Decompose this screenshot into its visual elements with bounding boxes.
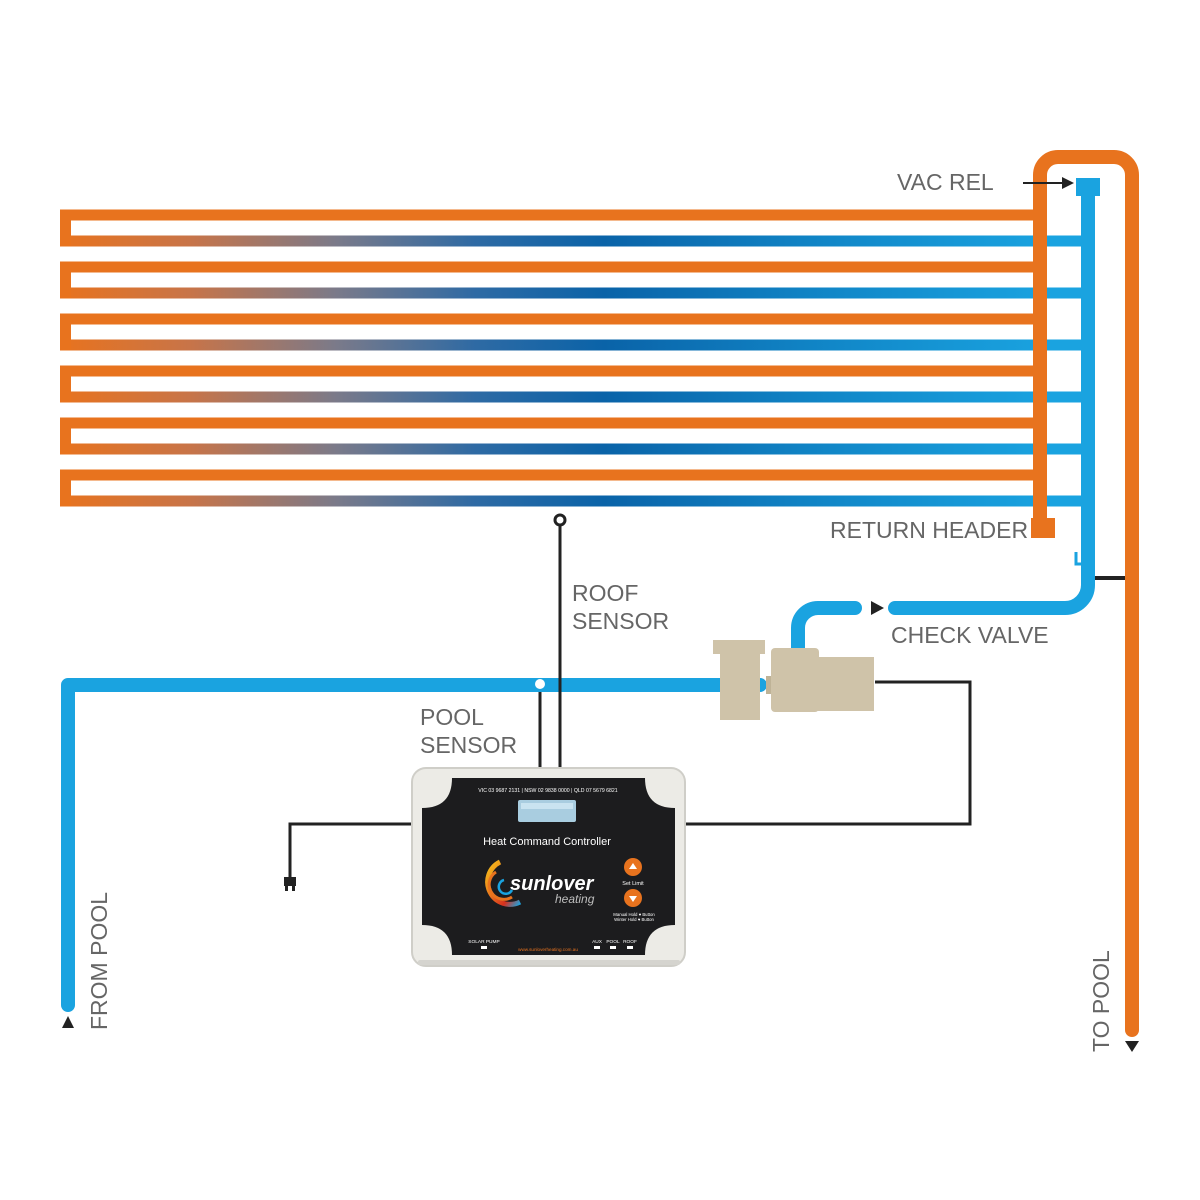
collector-supply-tubes (60, 209, 1040, 481)
vacuum-relief-valve (1076, 178, 1100, 196)
collector-tube-top (60, 417, 1040, 429)
from-pool-flow-arrow-icon (62, 1016, 74, 1028)
collector-bend (60, 365, 71, 403)
pool-pump (713, 640, 874, 720)
from-pool-pipe (61, 678, 767, 1012)
collector-return-tubes (60, 235, 1088, 507)
power-plug-icon (284, 877, 296, 891)
solar-pump-terminal-label: SOLAR PUMP (468, 939, 499, 945)
manifold-stub (1046, 339, 1088, 351)
collector-tube-bottom (60, 287, 1088, 299)
manifold-stub (1046, 287, 1088, 299)
controller-brand-sub: heating (555, 892, 595, 906)
controller-shadow (418, 960, 680, 965)
cold-manifold-pipe (888, 181, 1095, 615)
controller-brand-name: sunlover (510, 873, 595, 895)
collector-bend (60, 469, 71, 507)
controller-phone-numbers: VIC 03 9687 2131 | NSW 02 9838 0000 | QL… (478, 788, 618, 794)
sunlover-logo-icon (485, 859, 522, 907)
set-limit-label: Set Limit (622, 881, 644, 887)
manifold-stub (1046, 495, 1088, 507)
collector-tube-bottom (60, 495, 1088, 507)
manifold-stub (1046, 443, 1088, 455)
arrow-down-icon (629, 896, 637, 902)
heat-command-controller: VIC 03 9687 2131 | NSW 02 9838 0000 | QL… (411, 767, 686, 967)
manifold-stub (1046, 391, 1088, 403)
arrow-up-icon (629, 863, 637, 869)
pump-riser-pipe (791, 601, 862, 667)
manifold-drain-stub (1074, 552, 1083, 566)
collector-bend (60, 209, 71, 247)
roof-sensor-label-line2: SENSOR (572, 608, 669, 634)
check-valve-label: CHECK VALVE (891, 622, 1049, 648)
pool-sensor-port (536, 680, 544, 688)
check-valve-arrow-icon (871, 601, 884, 615)
collector-bend (60, 313, 71, 351)
roof-sensor-icon (553, 513, 567, 527)
collector-tube-bottom (60, 235, 1088, 247)
pool-sensor-label-line1: POOL (420, 704, 484, 730)
collector-tube-top (60, 365, 1040, 377)
collector-tube-top (60, 313, 1040, 325)
manifold-stub (1046, 235, 1088, 247)
controller-title: Heat Command Controller (483, 836, 611, 848)
pump-power-wire (684, 680, 972, 826)
display-glare (521, 803, 573, 809)
collector-tube-bottom (60, 391, 1088, 403)
controller-website: www.sunloverheating.com.au (518, 947, 578, 952)
roof-sensor-label-line1: ROOF (572, 580, 638, 606)
solar-collector-panel (60, 209, 1088, 507)
return-header-label: RETURN HEADER (830, 517, 1028, 543)
roof-terminal-label: ROOF (623, 939, 637, 945)
mains-power-cord (288, 822, 412, 878)
collector-tube-bottom (60, 339, 1088, 351)
vac-rel-label: VAC REL (897, 169, 994, 195)
collector-left-bends (60, 209, 71, 507)
vac-rel-arrow-icon (1062, 177, 1074, 189)
collector-tube-top (60, 469, 1040, 481)
controller-faceplate (422, 778, 675, 955)
collector-tube-top (60, 209, 1040, 221)
winter-hold-note: Winter Hold ♥ Button (614, 917, 654, 922)
collector-tube-top (60, 261, 1040, 273)
from-pool-label: FROM POOL (86, 892, 112, 1030)
to-pool-pipe (1033, 150, 1139, 1037)
cold-manifold-stubs (1046, 235, 1088, 507)
to-pool-label: TO POOL (1088, 950, 1114, 1052)
collector-bend (60, 261, 71, 299)
to-pool-flow-arrow-icon (1125, 1041, 1139, 1052)
collector-bend (60, 417, 71, 455)
collector-tube-bottom (60, 443, 1088, 455)
pool-terminal-label: POOL (606, 939, 620, 945)
terminal-indicators (481, 946, 633, 949)
pool-sensor-label-line2: SENSOR (420, 732, 517, 758)
manual-hold-note: Manual Hold ♥ Button (613, 912, 655, 917)
return-header-cap (1031, 518, 1055, 538)
aux-terminal-label: AUX (592, 939, 603, 945)
